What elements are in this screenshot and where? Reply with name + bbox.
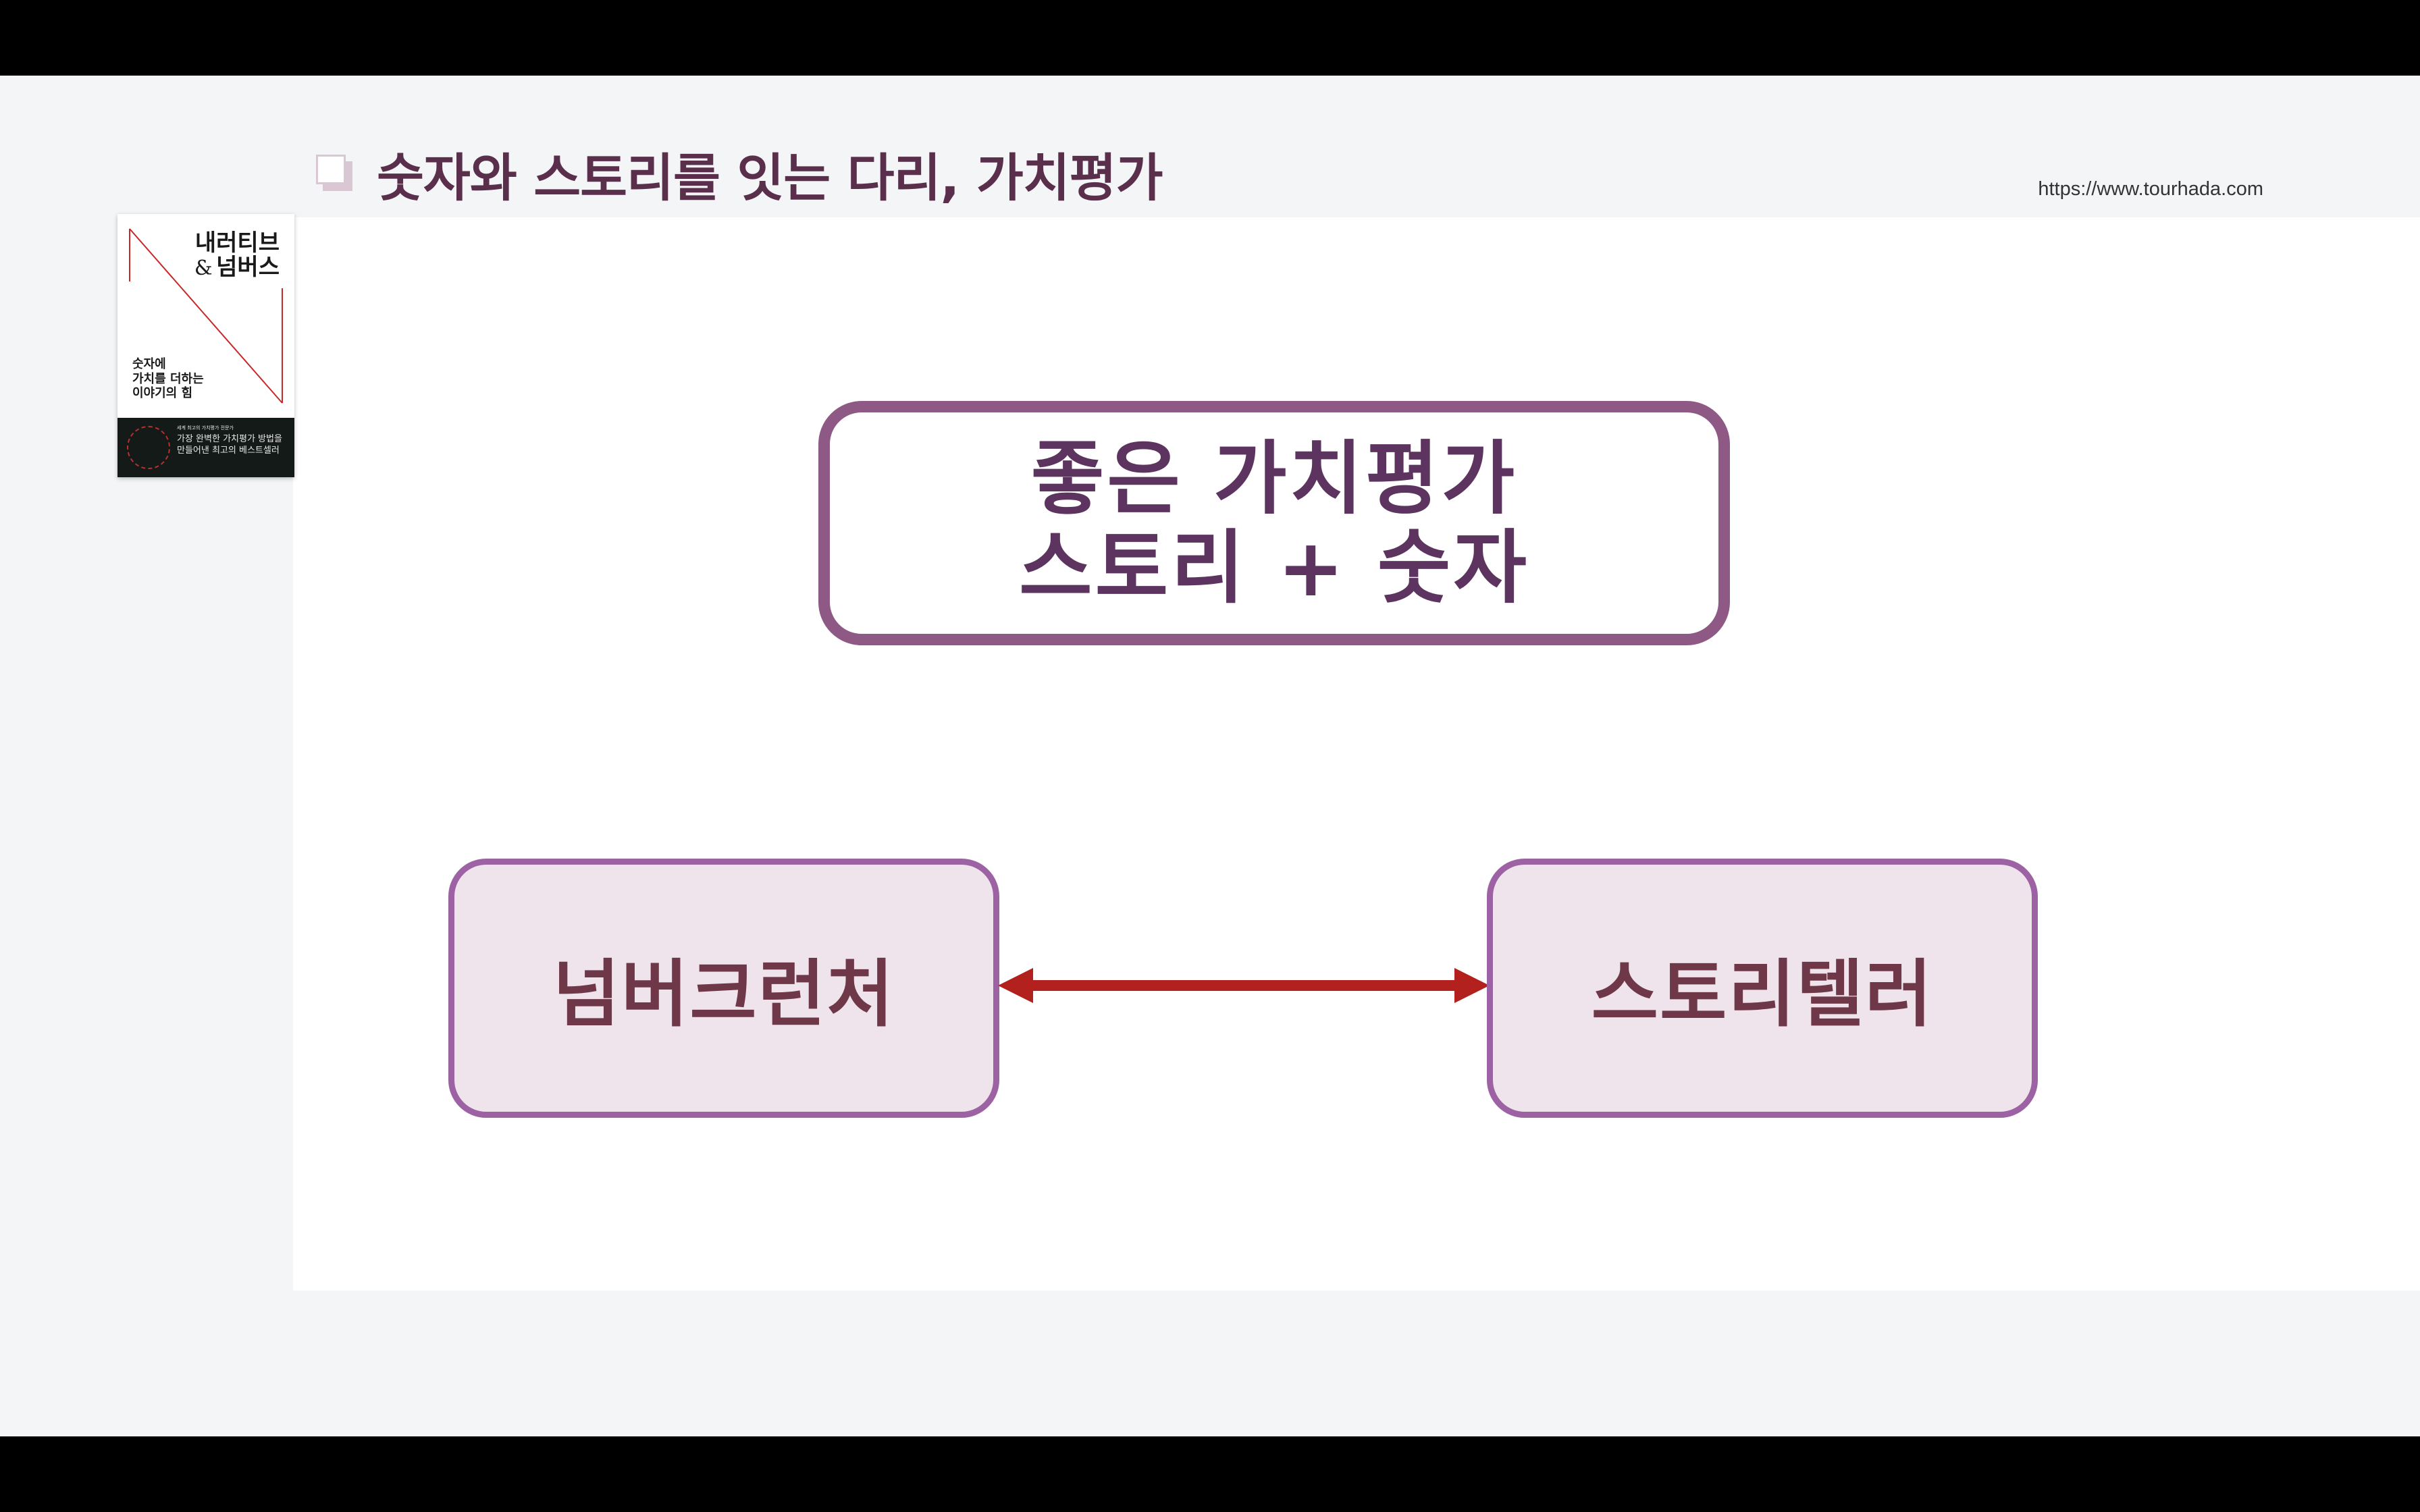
cover-diagonal-line — [129, 228, 283, 404]
book-subtitle-line2: 가치를 더하는 — [132, 371, 204, 386]
source-url: https://www.tourhada.com — [2038, 178, 2263, 200]
book-title-line1: 내러티브 — [194, 230, 280, 256]
good-valuation-box: 좋은 가치평가 스토리 + 숫자 — [818, 401, 1730, 645]
slide-header: 숫자와 스토리를 잇는 다리, 가치평가 — [316, 136, 1163, 211]
book-title-amp: & — [194, 256, 213, 280]
double-arrow-icon — [998, 968, 1490, 1003]
number-cruncher-label: 넘버크런처 — [552, 952, 895, 1037]
number-cruncher-box: 넘버크런처 — [448, 859, 999, 1118]
book-subtitle-line3: 이야기의 힘 — [132, 386, 193, 401]
presentation-slide: 숫자와 스토리를 잇는 다리, 가치평가 https://www.tourhad… — [0, 76, 2420, 1436]
storyteller-box: 스토리텔러 — [1487, 859, 2038, 1118]
top-box-line1: 좋은 가치평가 — [1030, 431, 1518, 525]
book-subtitle-line1: 숫자에 — [132, 357, 166, 371]
top-box-line2: 스토리 + 숫자 — [1019, 521, 1529, 614]
book-band: 세계 최고의 가치평가 전문가 가장 완벽한 가치평가 방법을 만들어낸 최고의… — [117, 418, 294, 477]
storyteller-label: 스토리텔러 — [1591, 952, 1934, 1037]
award-seal-icon — [127, 426, 170, 469]
checkbox-bullet-icon — [316, 155, 354, 192]
book-title-line2: 넘버스 — [216, 253, 280, 281]
book-cover-image: 내러티브 & 넘버스 숫자에 가치를 더하는 이야기의 힘 세계 최고의 가치평… — [117, 214, 294, 477]
band-text: 세계 최고의 가치평가 전문가 가장 완벽한 가치평가 방법을 만들어낸 최고의… — [177, 425, 282, 457]
letterbox-top — [0, 0, 2420, 76]
band-line1: 가장 완벽한 가치평가 방법을 — [177, 434, 282, 444]
slide-title: 숫자와 스토리를 잇는 다리, 가치평가 — [377, 148, 1163, 208]
letterbox-bottom — [0, 1436, 2420, 1512]
book-title: 내러티브 & 넘버스 — [194, 230, 280, 281]
band-line2: 만들어낸 최고의 베스트셀러 — [177, 445, 280, 456]
band-small-text: 세계 최고의 가치평가 전문가 — [177, 425, 234, 431]
book-subtitle: 숫자에 가치를 더하는 이야기의 힘 — [132, 357, 204, 401]
slide-canvas — [293, 217, 2420, 1291]
